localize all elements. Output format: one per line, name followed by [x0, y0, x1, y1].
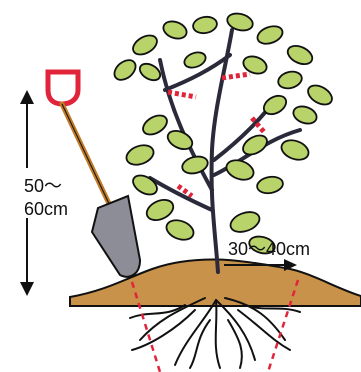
- height-label-line1: 50～: [24, 176, 62, 196]
- plant-leaves: [111, 11, 336, 256]
- height-label-line2: 60cm: [24, 199, 68, 219]
- width-label: 30～40cm: [228, 239, 310, 259]
